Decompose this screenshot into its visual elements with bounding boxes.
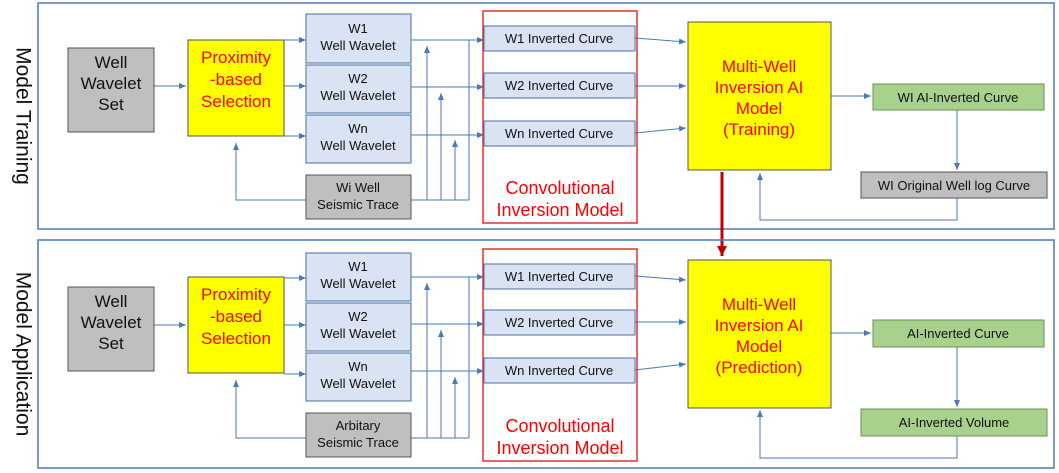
application-w1-inverted-box — [483, 263, 636, 290]
application-panel: Model Application Well Wavelet — [11, 239, 1055, 469]
application-w1-wavelet: W1 Well Wavelet — [305, 252, 412, 302]
training-conv-inversion-model: W1 Inverted Curve W2 Inverted Curve Wn I… — [482, 10, 638, 224]
training-conv-label-line-2: Inversion Model — [496, 200, 623, 220]
application-w1-title: W1 — [348, 259, 368, 274]
application-w1-subtitle: Well Wavelet — [320, 276, 396, 291]
training-panel-border — [37, 2, 1055, 230]
application-output-1-label: AI-Inverted Curve — [907, 326, 1009, 341]
training-output-ai-curve: WI AI-Inverted Curve — [872, 83, 1045, 111]
training-output-1-label: WI AI-Inverted Curve — [898, 90, 1019, 105]
application-side-label: Model Application — [11, 272, 34, 437]
training-proximity-selection: Proximity -based Selection — [187, 39, 285, 137]
training-output-original-curve: WI Original Well log Curve — [860, 171, 1048, 199]
application-output-2-label: AI-Inverted Volume — [899, 415, 1010, 430]
application-wn-wavelet: Wn Well Wavelet — [305, 352, 412, 402]
application-well-wavelet-set-line-3: Set — [98, 334, 124, 353]
application-conv-inversion-model: W1 Inverted Curve W2 Inverted Curve Wn I… — [482, 248, 638, 462]
application-selection-line-3: Selection — [201, 329, 271, 348]
training-seismic-line-1: Wi Well — [336, 180, 380, 195]
training-selection-line-1: Proximity — [201, 48, 271, 67]
application-wn-subtitle: Well Wavelet — [320, 376, 396, 391]
training-w2-wavelet: W2 Well Wavelet — [305, 64, 412, 114]
training-ai-model: Multi-Well Inversion AI Model (Training) — [687, 21, 832, 171]
training-w2-title: W2 — [348, 71, 368, 86]
application-panel-border — [37, 239, 1055, 469]
training-well-wavelet-set-line-3: Set — [98, 95, 124, 114]
application-w1-inverted-label: W1 Inverted Curve — [505, 269, 613, 284]
training-connectors — [154, 37, 960, 221]
training-wn-subtitle: Well Wavelet — [320, 138, 396, 153]
application-ai-line-2: Inversion AI — [715, 316, 804, 335]
application-proximity-selection: Proximity -based Selection — [187, 276, 285, 374]
application-wn-title: Wn — [348, 359, 368, 374]
application-seismic-line-2: Seismic Trace — [317, 435, 399, 450]
training-ai-line-4: (Training) — [723, 120, 795, 139]
application-ai-line-1: Multi-Well — [722, 295, 796, 314]
application-output-ai-volume: AI-Inverted Volume — [860, 408, 1048, 437]
training-wn-inverted-label: Wn Inverted Curve — [505, 126, 613, 141]
application-w2-inverted-box — [483, 309, 636, 336]
training-well-wavelet-set: Well Wavelet Set — [67, 47, 155, 133]
training-seismic-trace: Wi Well Seismic Trace — [305, 174, 412, 220]
training-well-wavelet-set-line-2: Wavelet — [81, 74, 142, 93]
application-selection-line-2: -based — [210, 307, 262, 326]
training-side-label: Model Training — [11, 47, 34, 185]
training-w1-inverted-label: W1 Inverted Curve — [505, 31, 613, 46]
training-selection-line-3: Selection — [201, 92, 271, 111]
training-wn-inverted-box — [483, 120, 636, 147]
application-ai-line-4: (Prediction) — [716, 358, 803, 377]
application-output-ai-curve: AI-Inverted Curve — [872, 319, 1045, 348]
application-connectors — [154, 274, 960, 459]
application-w2-title: W2 — [348, 309, 368, 324]
training-w1-inverted-box — [483, 25, 636, 52]
training-panel: Model Training — [11, 2, 1055, 230]
application-wn-inverted-box — [483, 357, 636, 384]
training-ai-line-3: Model — [736, 99, 782, 118]
training-ai-line-1: Multi-Well — [722, 57, 796, 76]
application-w2-wavelet: W2 Well Wavelet — [305, 302, 412, 352]
training-wn-wavelet: Wn Well Wavelet — [305, 114, 412, 164]
application-ai-line-3: Model — [736, 337, 782, 356]
training-w2-subtitle: Well Wavelet — [320, 88, 396, 103]
training-output-2-label: WI Original Well log Curve — [878, 178, 1030, 193]
application-well-wavelet-set-line-1: Well — [95, 292, 128, 311]
training-seismic-line-2: Seismic Trace — [317, 197, 399, 212]
application-ai-model: Multi-Well Inversion AI Model (Predictio… — [687, 259, 832, 409]
training-w1-title: W1 — [348, 21, 368, 36]
application-seismic-line-1: Arbitary — [336, 418, 381, 433]
application-w2-inverted-label: W2 Inverted Curve — [505, 315, 613, 330]
application-seismic-trace: Arbitary Seismic Trace — [305, 412, 412, 458]
training-w1-subtitle: Well Wavelet — [320, 38, 396, 53]
training-selection-line-2: -based — [210, 70, 262, 89]
application-selection-line-1: Proximity — [201, 285, 271, 304]
application-conv-label-line-1: Convolutional — [505, 416, 614, 436]
application-conv-label-line-2: Inversion Model — [496, 438, 623, 458]
training-ai-line-2: Inversion AI — [715, 78, 804, 97]
application-well-wavelet-set-line-2: Wavelet — [81, 313, 142, 332]
training-conv-label-line-1: Convolutional — [505, 178, 614, 198]
training-w1-wavelet: W1 Well Wavelet — [305, 13, 412, 64]
training-w2-inverted-box — [483, 72, 636, 99]
application-wn-inverted-label: Wn Inverted Curve — [505, 363, 613, 378]
training-w2-inverted-label: W2 Inverted Curve — [505, 78, 613, 93]
training-well-wavelet-set-line-1: Well — [95, 53, 128, 72]
training-wn-title: Wn — [348, 121, 368, 136]
application-well-wavelet-set: Well Wavelet Set — [67, 286, 155, 372]
application-w2-subtitle: Well Wavelet — [320, 326, 396, 341]
